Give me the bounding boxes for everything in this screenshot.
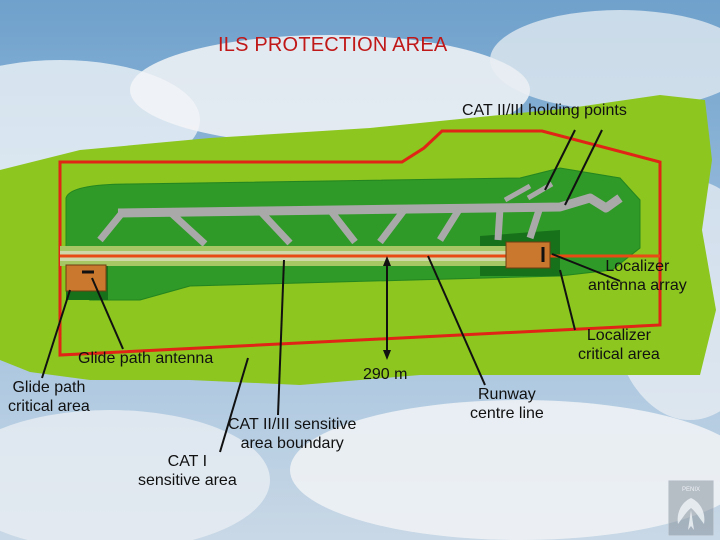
- cat1-sensitive-pointer: [219, 357, 249, 453]
- localizer-critical-label: Localizer critical area: [578, 327, 660, 363]
- penix-logo: PENIX: [668, 480, 714, 536]
- holding-pointer-2: [564, 129, 603, 206]
- cat23-boundary-pointer: [277, 259, 285, 416]
- logo-text: PENIX: [682, 487, 700, 493]
- taxiway-upper: [503, 181, 554, 203]
- distance-label: 290 m: [363, 366, 408, 383]
- parallel-taxiway: [117, 193, 623, 218]
- pointer-lines: [41, 129, 621, 453]
- runway-centre-line-pointer: [427, 255, 486, 386]
- page-title: ILS PROTECTION AREA: [218, 34, 448, 56]
- glide-path-antenna: [65, 264, 107, 292]
- glide-path-critical-label: Glide path critical area: [8, 379, 90, 415]
- holding-points-label: CAT II/III holding points: [462, 102, 627, 119]
- taxiway-stubs: [97, 205, 544, 247]
- cat1-sensitive-area: [58, 129, 662, 357]
- holding-pointer-1: [544, 129, 576, 191]
- localizer-array-pointer: [551, 253, 621, 282]
- glide-path-critical-pointer: [41, 289, 71, 379]
- glide-path-antenna-label: Glide path antenna: [78, 350, 214, 367]
- cat1-sensitive-label: CAT I sensitive area: [138, 453, 237, 489]
- localizer-critical-pointer: [559, 269, 576, 331]
- localizer-array-label: Localizer antenna array: [588, 258, 687, 294]
- distance-dimension: [383, 256, 391, 360]
- cat23-boundary-label: CAT II/III sensitive area boundary: [228, 416, 357, 452]
- glide-path-antenna-pointer: [91, 277, 124, 350]
- runway-centre-line-label: Runway centre line: [470, 386, 544, 422]
